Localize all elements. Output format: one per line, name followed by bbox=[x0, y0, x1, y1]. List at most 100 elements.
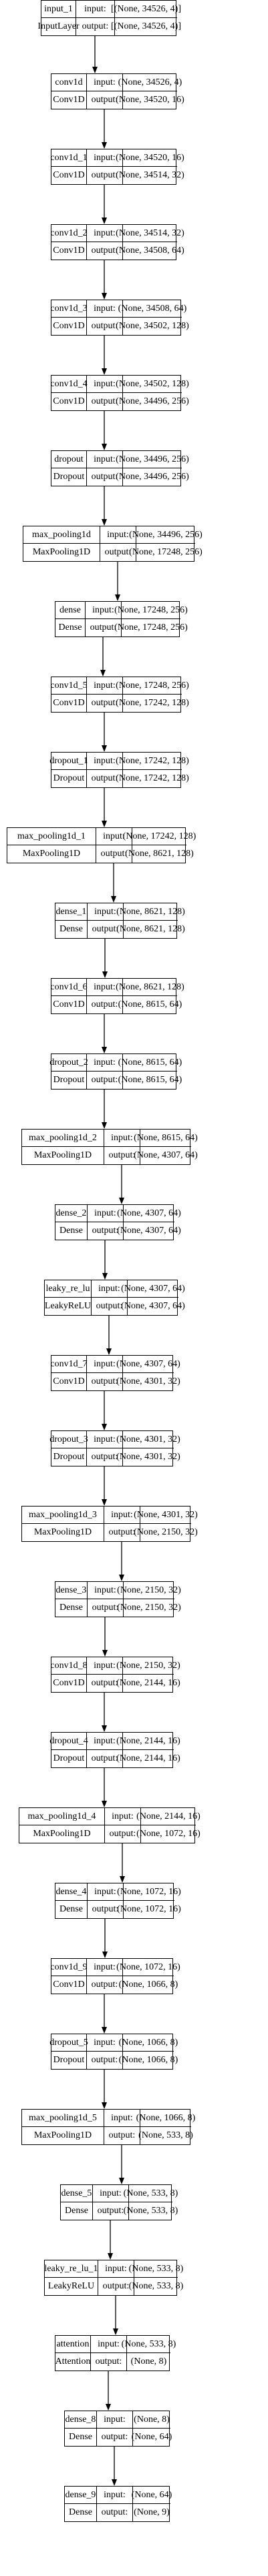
layer-type: MaxPooling1D bbox=[22, 1524, 104, 1541]
layer-name: conv1d_4 bbox=[50, 376, 88, 393]
layer-name: conv1d_7 bbox=[50, 1356, 88, 1373]
layer-type: Dropout bbox=[51, 1071, 87, 1089]
input-shape: (None, 533, 8) bbox=[124, 2185, 178, 2202]
output-shape: (None, 8621, 128) bbox=[116, 924, 185, 934]
layer-name: dense_1 bbox=[55, 903, 88, 921]
arrow-head bbox=[119, 2178, 124, 2184]
input-shape: (None, 34496, 256) bbox=[116, 451, 189, 468]
layer-type: Dense bbox=[55, 1599, 88, 1617]
input-label: input: bbox=[97, 2411, 133, 2429]
arrow-head bbox=[102, 1725, 107, 1732]
arrow-head bbox=[102, 1499, 107, 1506]
output-shape: (None, 1072, 16) bbox=[136, 1829, 200, 1839]
input-label: input: bbox=[104, 1130, 140, 1147]
input-label: input: bbox=[76, 1, 115, 18]
layer-type: Dropout bbox=[51, 1750, 87, 1767]
input-shape: (None, 34526, 4) bbox=[118, 74, 182, 91]
arrow-head bbox=[102, 368, 107, 375]
layer-name: dropout bbox=[51, 451, 87, 468]
output-shape: (None, 2150, 32) bbox=[117, 1603, 181, 1613]
input-shape: (None, 2144, 16) bbox=[136, 1808, 200, 1825]
input-label: input: bbox=[93, 2185, 129, 2202]
input-shape: (None, 8) bbox=[133, 2411, 170, 2429]
input-label: input: bbox=[92, 1280, 128, 1298]
output-label: output: bbox=[105, 1825, 141, 1843]
output-label: output: bbox=[87, 1675, 123, 1692]
output-label: output: bbox=[104, 1147, 140, 1164]
layer-type: Conv1D bbox=[51, 1976, 87, 1994]
input-label: input: bbox=[88, 1883, 124, 1901]
arrow-head bbox=[113, 2328, 118, 2335]
arrow-head bbox=[102, 218, 107, 224]
arrow-head bbox=[115, 594, 120, 601]
output-shape: (None, 1072, 16) bbox=[117, 1904, 181, 1914]
layer-name: dense_8 bbox=[65, 2411, 97, 2429]
layer-name: dropout_4 bbox=[49, 1733, 88, 1750]
output-label: output: bbox=[87, 1373, 123, 1390]
output-shape: (None, 34502, 128) bbox=[116, 321, 189, 331]
output-label: output: bbox=[97, 2504, 133, 2521]
output-shape: (None, 1066, 8) bbox=[118, 1980, 178, 1990]
input-label: input: bbox=[87, 300, 123, 318]
input-shape: (None, 17248, 256) bbox=[116, 677, 189, 695]
output-label: output: bbox=[87, 1071, 123, 1089]
output-label: output: bbox=[87, 91, 123, 109]
output-shape: (None, 533, 8) bbox=[128, 2281, 184, 2291]
layer-name: conv1d_8 bbox=[50, 1657, 88, 1675]
output-label: output: bbox=[87, 1976, 123, 1994]
output-label: output: bbox=[88, 1222, 124, 1240]
layer-name: conv1d_1 bbox=[50, 149, 88, 167]
input-shape: (None, 2150, 32) bbox=[116, 1657, 180, 1675]
input-shape: (None, 34514, 32) bbox=[116, 225, 184, 242]
output-label: output: bbox=[88, 1901, 124, 1918]
output-label: output: bbox=[76, 18, 115, 35]
layer-name: max_pooling1d_2 bbox=[22, 1130, 104, 1147]
output-label: output: bbox=[93, 2202, 129, 2220]
input-label: input: bbox=[88, 903, 124, 921]
arrow-head bbox=[102, 745, 107, 752]
input-shape: (None, 17242, 128) bbox=[116, 753, 189, 770]
layer-name: max_pooling1d_4 bbox=[19, 1808, 105, 1825]
layer-type: Conv1D bbox=[51, 1373, 87, 1390]
output-shape: (None, 2150, 32) bbox=[134, 1527, 198, 1537]
layer-type: LeakyReLU bbox=[45, 1298, 92, 1315]
arrow-head bbox=[102, 293, 107, 300]
input-label: input: bbox=[104, 2110, 140, 2127]
arrow-head bbox=[102, 2102, 107, 2109]
output-label: output: bbox=[86, 619, 122, 636]
input-label: input: bbox=[87, 677, 123, 695]
layer-name: dropout_1 bbox=[49, 753, 88, 770]
layer-name: dense_2 bbox=[55, 1205, 88, 1222]
input-shape: (None, 17242, 128) bbox=[123, 828, 196, 845]
output-label: output: bbox=[87, 2052, 123, 2069]
layer-name: max_pooling1d_5 bbox=[22, 2110, 104, 2127]
output-label: output: bbox=[87, 318, 123, 335]
layer-name: dense_9 bbox=[65, 2487, 97, 2504]
input-label: input: bbox=[105, 1808, 141, 1825]
input-shape: (None, 533, 8) bbox=[129, 2260, 183, 2278]
input-label: input: bbox=[87, 1657, 123, 1675]
input-shape: (None, 34508, 64) bbox=[118, 300, 186, 318]
input-label: input: bbox=[87, 1431, 123, 1448]
arrow-head bbox=[112, 2479, 117, 2486]
layer-name: conv1d_3 bbox=[50, 300, 88, 318]
layer-type: Conv1D bbox=[51, 167, 87, 184]
arrow-head bbox=[102, 142, 107, 149]
layer-type: Dense bbox=[55, 1222, 88, 1240]
output-label: output: bbox=[92, 1298, 128, 1315]
input-shape: (None, 34520, 16) bbox=[116, 149, 184, 167]
input-label: input: bbox=[87, 1733, 123, 1750]
layer-type: Dense bbox=[65, 2504, 97, 2521]
